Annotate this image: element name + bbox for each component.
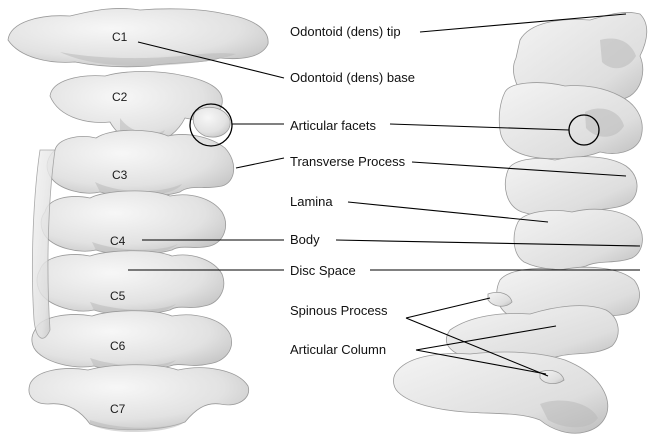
label-disc-space: Disc Space (290, 263, 356, 278)
label-c5: C5 (110, 289, 126, 303)
vertebra-c6-shape (31, 310, 232, 371)
label-dens-tip: Odontoid (dens) tip (290, 24, 401, 39)
vertebra-c5-shape (36, 250, 225, 315)
leader-transverse-left (235, 157, 285, 169)
vertebra-labels: C1 C2 C3 C4 C5 C6 C7 (110, 30, 128, 416)
label-transverse-process: Transverse Process (290, 154, 406, 169)
label-c4: C4 (110, 234, 126, 248)
anterior-view-spine (7, 8, 269, 433)
label-articular-facets: Articular facets (290, 118, 376, 133)
label-c6: C6 (110, 339, 126, 353)
leader-transverse-right (411, 161, 627, 177)
leader-body-right (335, 239, 641, 247)
callout-labels: Odontoid (dens) tip Odontoid (dens) base… (290, 24, 415, 357)
label-c3: C3 (112, 168, 128, 182)
label-c7: C7 (110, 402, 126, 416)
leader-lines (128, 13, 641, 377)
label-c1: C1 (112, 30, 128, 44)
lateral-c2-shape (498, 82, 643, 160)
lateral-c3-shape (505, 156, 638, 217)
label-spinous-process: Spinous Process (290, 303, 388, 318)
label-lamina: Lamina (290, 194, 333, 209)
leader-spinous-upper (405, 297, 491, 319)
leader-spinous-lower (405, 317, 549, 377)
lateral-c4-shape (513, 208, 643, 270)
label-body: Body (290, 232, 320, 247)
facet-circle-left (189, 103, 233, 147)
vertebra-c3-shape (46, 129, 235, 197)
label-dens-base: Odontoid (dens) base (290, 70, 415, 85)
leader-dens-base (137, 41, 285, 79)
vertebra-c1-shape (7, 8, 269, 68)
label-c2: C2 (112, 90, 128, 104)
leader-column-upper (415, 325, 557, 351)
vertebra-c7-shape (28, 364, 250, 431)
lateral-view-spine (393, 12, 648, 434)
label-articular-column: Articular Column (290, 342, 386, 357)
leader-column-lower (415, 349, 547, 375)
leader-dens-tip (419, 13, 627, 33)
leader-facets-right (389, 123, 570, 131)
vertebra-c4-shape (40, 190, 226, 255)
leader-lamina (347, 201, 549, 223)
